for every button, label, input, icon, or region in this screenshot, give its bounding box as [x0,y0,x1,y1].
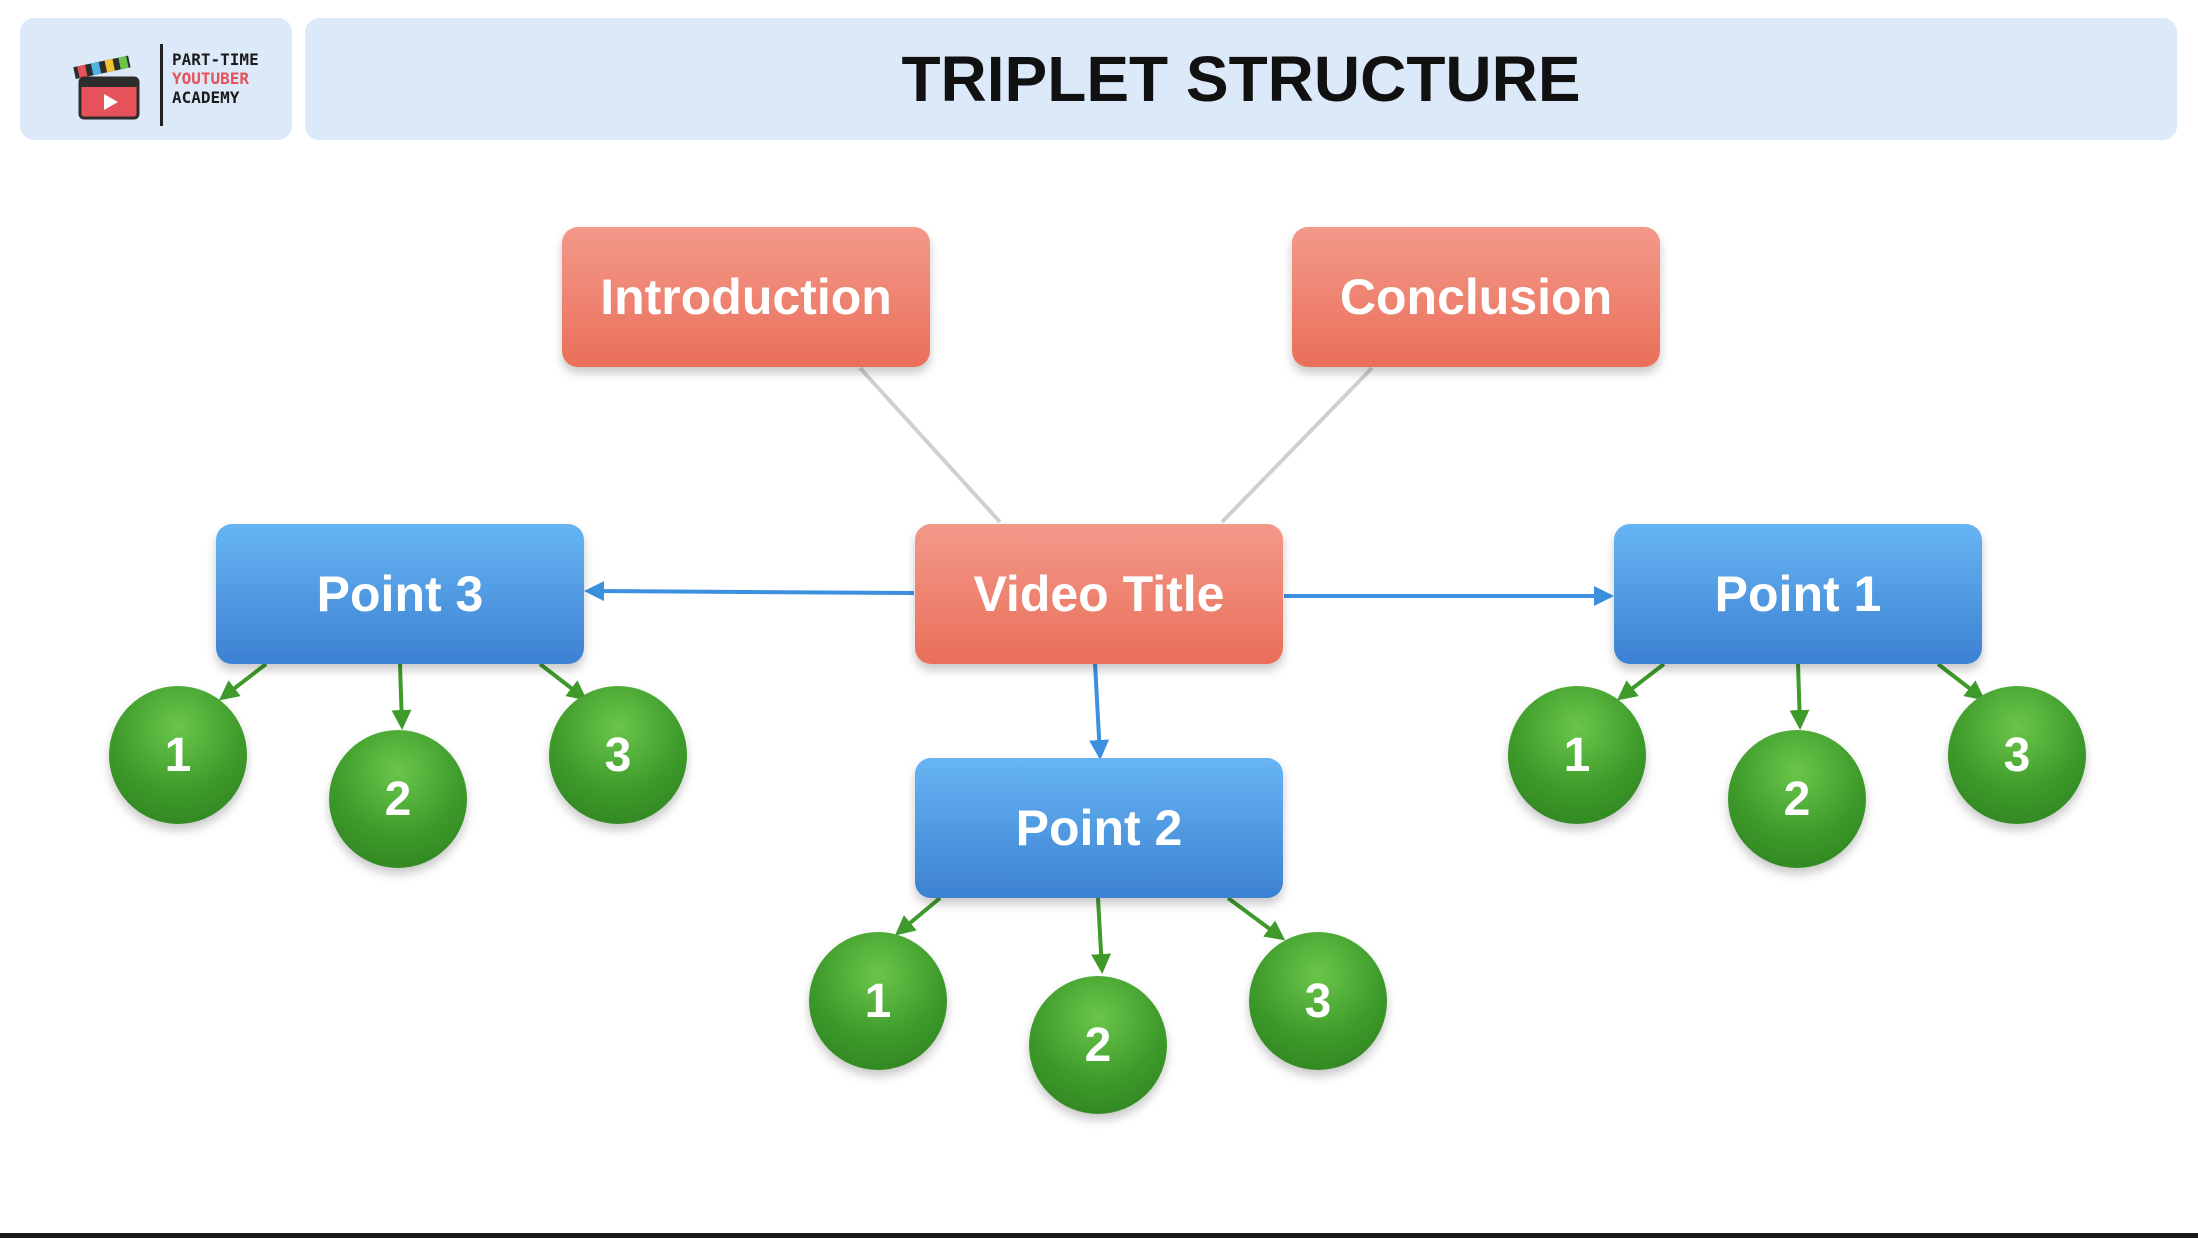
conclusion-label: Conclusion [1339,269,1613,325]
intro-connector [858,366,1002,524]
point-1-sub-2: 2 [1728,730,1866,868]
point-1-label: Point 1 [1714,566,1882,622]
point-2-sub-2: 2 [1029,976,1167,1114]
point-1-sub-1: 1 [1508,686,1646,824]
point-1-node: Point 1 [1614,524,1982,664]
sub-label: 1 [864,974,892,1028]
point-1-sub-3: 3 [1948,686,2086,824]
arrow-p3-2 [391,663,412,730]
logo-line-1: PART-TIME [172,50,259,69]
arrow-p1-2 [1789,663,1810,730]
point-2-sub-1: 1 [809,932,947,1070]
page-title: TRIPLET STRUCTURE [901,43,1581,115]
conclusion-node: Conclusion [1292,227,1660,367]
title-banner: TRIPLET STRUCTURE [305,18,2177,140]
point-3-sub-3: 3 [549,686,687,824]
sub-label: 3 [604,728,632,782]
introduction-node: Introduction [562,227,930,367]
video-title-label: Video Title [973,566,1225,622]
arrow-p2-3 [1226,896,1286,941]
arrow-p3-1 [218,662,268,701]
point-3-sub-1: 1 [109,686,247,824]
logo-wordmark: PART-TIME YOUTUBER ACADEMY [172,50,290,107]
arrow-to-point-2 [1089,662,1110,760]
logo-line-2: YOUTUBER [172,69,250,88]
point-2-label: Point 2 [1015,800,1183,856]
arrow-to-point-3 [584,581,915,602]
arrow-p2-2 [1091,897,1112,974]
logo-divider [160,44,163,126]
conclusion-connector [1220,366,1374,524]
clapperboard-icon [73,55,140,120]
arrow-p1-1 [1616,662,1666,701]
point-3-sub-2: 2 [329,730,467,868]
sub-label: 1 [164,728,192,782]
arrow-p1-3 [1936,662,1986,701]
logo-line-3: ACADEMY [172,88,240,107]
logo-panel: PART-TIME YOUTUBER ACADEMY [20,18,292,140]
point-3-label: Point 3 [316,566,484,622]
point-3-node: Point 3 [216,524,584,664]
video-title-node: Video Title [915,524,1283,664]
sub-label: 2 [384,772,412,826]
arrow-p2-1 [894,896,942,936]
arrow-p3-3 [538,662,588,701]
point-2-sub-3: 3 [1249,932,1387,1070]
point-2-node: Point 2 [915,758,1283,898]
sub-label: 2 [1084,1018,1112,1072]
sub-label: 1 [1563,728,1591,782]
sub-label: 3 [2003,728,2031,782]
introduction-label: Introduction [600,269,892,325]
sub-label: 3 [1304,974,1332,1028]
sub-label: 2 [1783,772,1811,826]
bottom-border [0,1233,2198,1238]
